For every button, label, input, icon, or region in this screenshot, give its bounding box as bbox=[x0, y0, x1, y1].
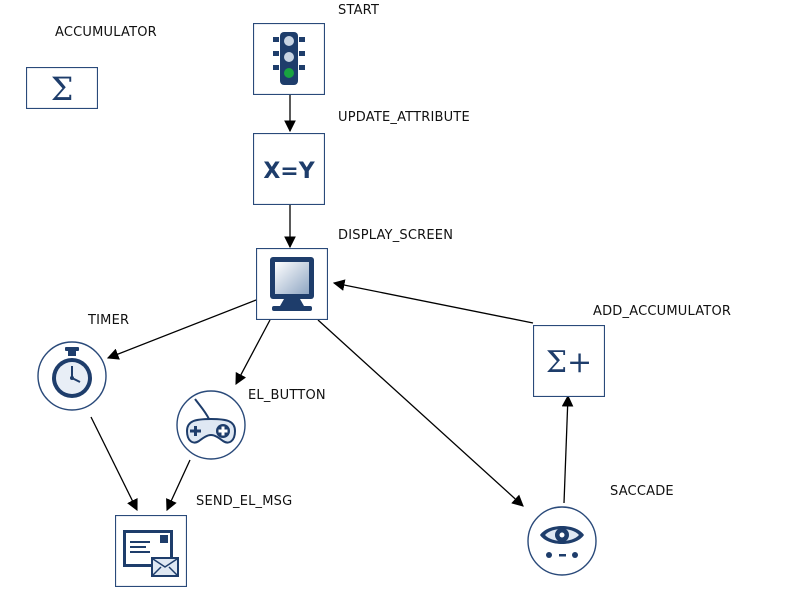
stopwatch-icon bbox=[37, 341, 107, 411]
node-label-timer: TIMER bbox=[88, 313, 130, 328]
eye-icon bbox=[527, 506, 597, 576]
sigma-icon: Σ bbox=[26, 67, 98, 109]
node-update-attribute[interactable]: X=Y bbox=[253, 133, 325, 205]
node-send-el-msg[interactable] bbox=[115, 515, 187, 587]
node-timer[interactable] bbox=[36, 340, 108, 412]
edge-saccade-add-accumulator[interactable] bbox=[561, 394, 574, 504]
node-saccade[interactable] bbox=[526, 505, 598, 577]
traffic-light-icon bbox=[253, 23, 325, 95]
sigma-glyph: Σ bbox=[51, 70, 74, 108]
node-accumulator[interactable]: Σ bbox=[26, 67, 98, 109]
node-el-button[interactable] bbox=[175, 389, 247, 461]
gamepad-icon bbox=[176, 390, 246, 460]
envelope-icon bbox=[115, 515, 187, 587]
x-equals-y-glyph: X=Y bbox=[263, 159, 315, 184]
node-label-saccade: SACCADE bbox=[610, 484, 674, 499]
node-label-accumulator: ACCUMULATOR bbox=[55, 25, 157, 40]
edge-timer-send-el-msg[interactable] bbox=[90, 416, 138, 512]
node-label-add-accumulator: ADD_ACCUMULATOR bbox=[593, 304, 732, 319]
edge-display-screen-saccade[interactable] bbox=[317, 319, 524, 507]
edge-el-button-send-el-msg[interactable] bbox=[166, 459, 191, 512]
edge-display-screen-el-button[interactable] bbox=[235, 319, 271, 386]
x-equals-y-icon: X=Y bbox=[253, 133, 325, 205]
node-display-screen[interactable] bbox=[256, 248, 328, 320]
node-add-accumulator[interactable]: Σ+ bbox=[533, 325, 605, 397]
node-label-send-el-msg: SEND_EL_MSG bbox=[196, 494, 293, 509]
edge-add-accumulator-display-screen[interactable] bbox=[332, 279, 534, 324]
node-label-start: START bbox=[338, 3, 380, 18]
edge-display-screen-timer[interactable] bbox=[106, 299, 257, 360]
sigma-plus-glyph: Σ+ bbox=[546, 345, 592, 380]
node-label-display-screen: DISPLAY_SCREEN bbox=[338, 228, 454, 243]
node-start[interactable] bbox=[253, 23, 325, 95]
monitor-icon bbox=[256, 248, 328, 320]
node-label-update-attribute: UPDATE_ATTRIBUTE bbox=[338, 110, 470, 125]
node-label-el-button: EL_BUTTON bbox=[248, 388, 326, 403]
sigma-plus-icon: Σ+ bbox=[533, 325, 605, 397]
